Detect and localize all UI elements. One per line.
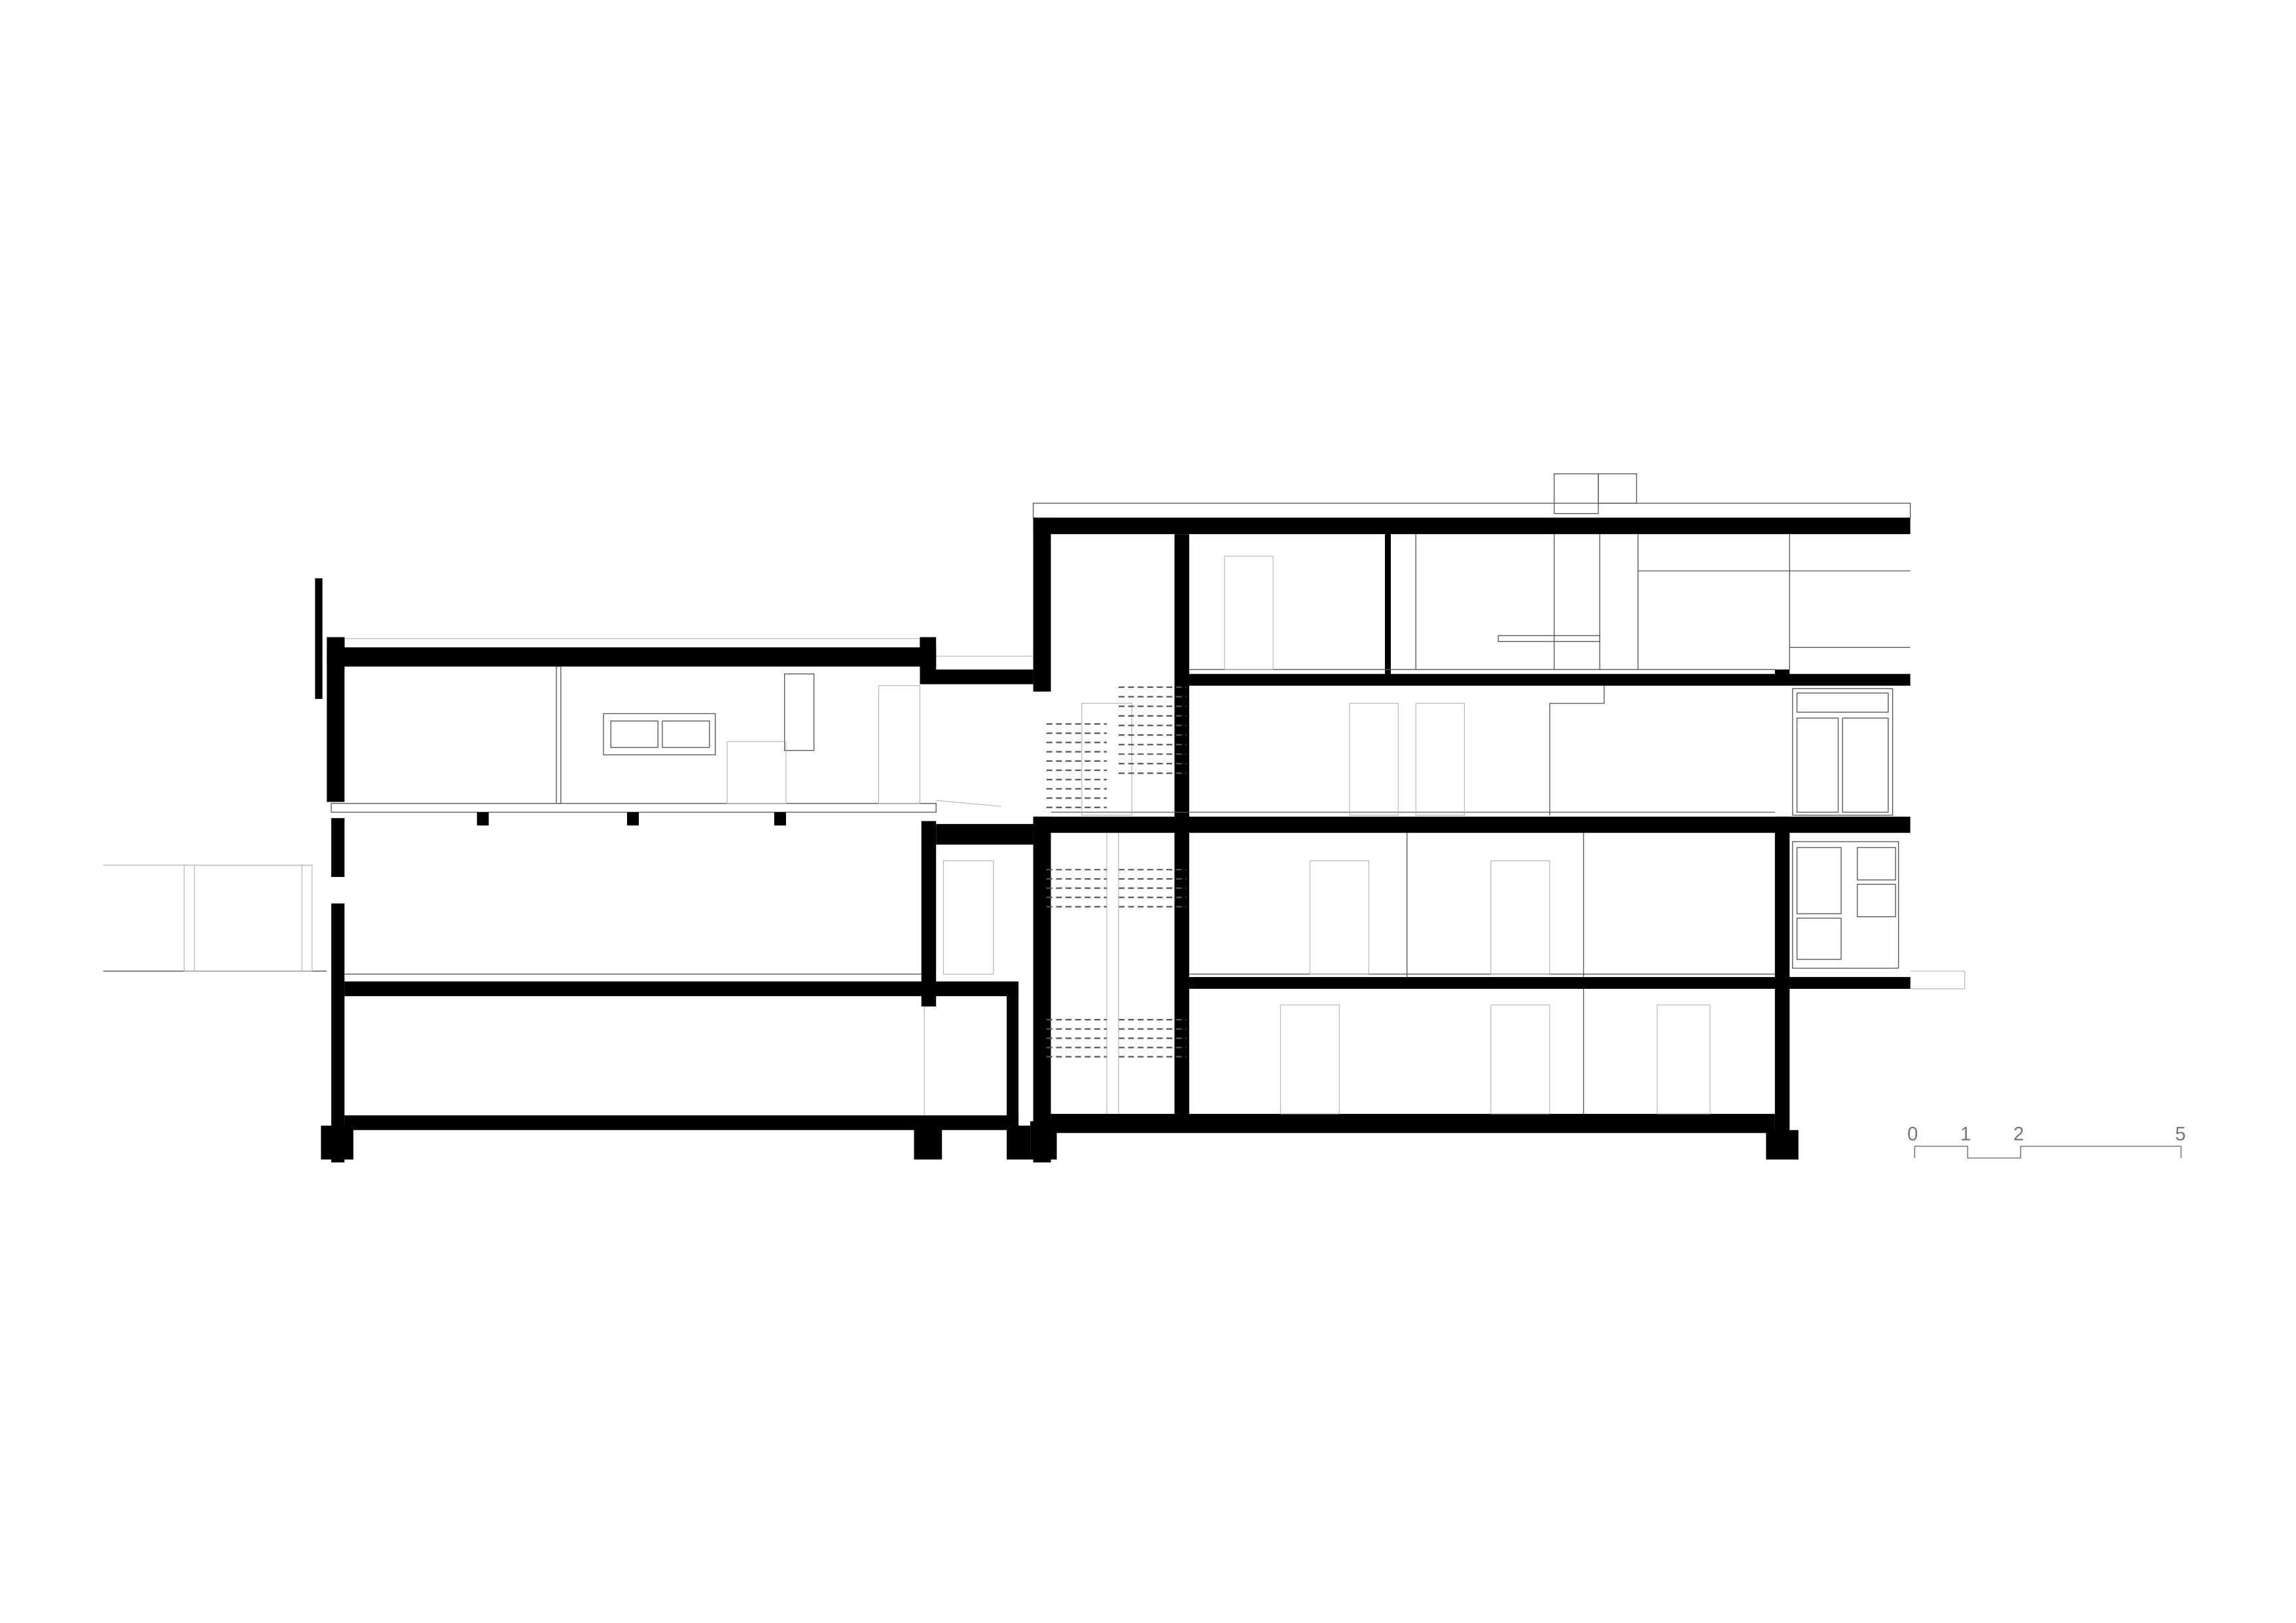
scale-label-1: 1 — [1960, 1124, 1971, 1145]
ground-slab — [1050, 1114, 1775, 1133]
right-wall — [1774, 816, 1790, 1141]
floor-slab-3 — [1189, 673, 1910, 686]
floor-slab — [344, 981, 1019, 997]
outer-wall — [327, 637, 345, 802]
door — [878, 685, 921, 804]
footing — [321, 1126, 353, 1160]
scale-bar: 0 1 2 5 — [1907, 1124, 2186, 1159]
door — [942, 860, 994, 974]
roof-box — [1553, 473, 1599, 514]
exterior — [103, 865, 327, 972]
footing — [1030, 1121, 1057, 1160]
roof-slab — [1033, 518, 1910, 535]
parapet-post — [315, 578, 323, 699]
door — [1224, 556, 1274, 670]
doors — [1081, 556, 1711, 1115]
scale-label-0: 0 — [1907, 1124, 1918, 1145]
roof-parapet — [1032, 503, 1911, 519]
upper-floor-slab — [331, 802, 937, 813]
door — [1309, 860, 1369, 974]
connector — [920, 656, 1033, 974]
right-building — [1030, 473, 1965, 1163]
fence — [183, 865, 313, 972]
footing — [1766, 1130, 1799, 1160]
left-building — [315, 578, 1031, 1163]
door — [1490, 1005, 1551, 1115]
roof-slab — [327, 647, 937, 667]
floor-slab-2 — [1033, 816, 1910, 833]
footing — [914, 1126, 942, 1160]
windows — [1792, 688, 1899, 969]
door — [1415, 703, 1465, 816]
window — [603, 713, 716, 756]
basement-slab — [344, 1115, 1019, 1130]
left-wall — [1033, 518, 1051, 692]
roof-parapet — [344, 638, 921, 648]
door — [1280, 1005, 1340, 1115]
door — [1081, 703, 1132, 816]
door — [1657, 1005, 1711, 1115]
floor-slab-1 — [1189, 976, 1910, 989]
door — [1490, 860, 1551, 974]
interior-partition — [556, 666, 562, 804]
scale-label-2: 2 — [2013, 1124, 2024, 1145]
door — [1349, 703, 1399, 816]
stair — [1046, 686, 1187, 1115]
partition-wall — [1384, 534, 1391, 676]
scale-label-5: 5 — [2175, 1124, 2185, 1145]
footing — [1007, 1126, 1031, 1160]
